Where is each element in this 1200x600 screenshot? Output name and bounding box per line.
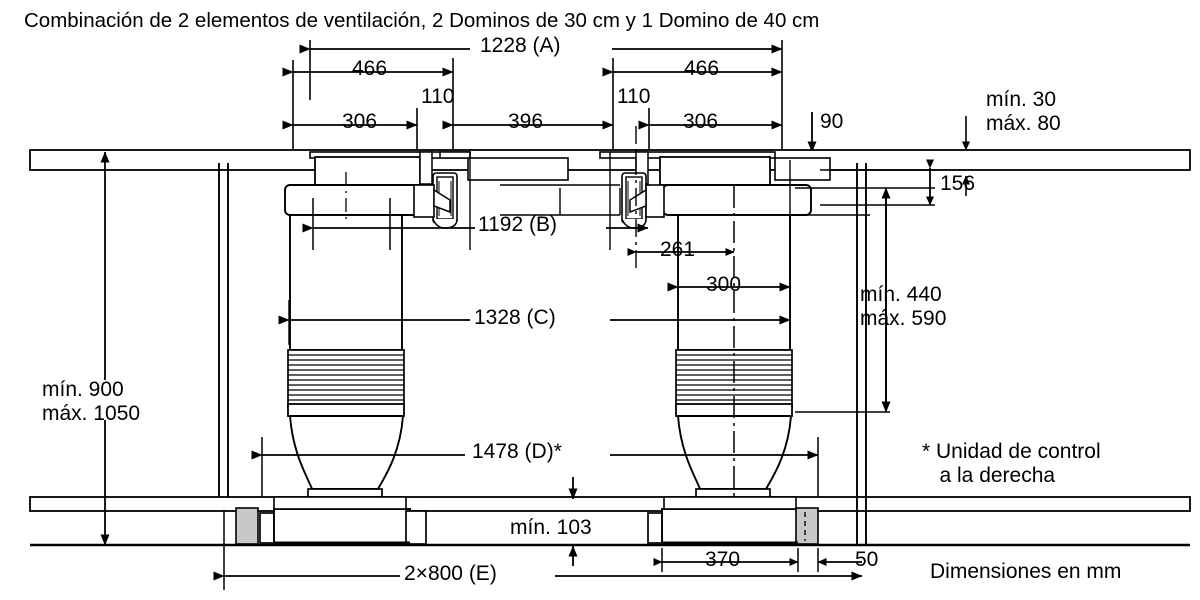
- dim-2x800-e: [213, 510, 863, 590]
- dim-156: [820, 159, 935, 206]
- dim-label-306-left: 306: [342, 110, 378, 133]
- cabinet-shelf: [29, 496, 1191, 547]
- cabinet-side-panel: [218, 163, 867, 545]
- motor-box-right: [647, 496, 819, 545]
- dim-label-466-right: 466: [684, 57, 720, 80]
- dim-1192-b: [302, 198, 649, 250]
- dim-cabinet-depth: [795, 187, 891, 413]
- helper-lines: [288, 152, 935, 345]
- dim-label-1228a: 1228 (A): [480, 34, 561, 57]
- dim-label-396: 396: [508, 110, 544, 133]
- dim-label-370: 370: [705, 548, 741, 571]
- dim-label-1328c: 1328 (C): [474, 306, 556, 329]
- note-floor-height: mín. 900 máx. 1050: [42, 378, 141, 425]
- dim-50: [817, 548, 862, 572]
- hob-left-group: [309, 151, 569, 186]
- dim-label-1192b: 1192 (B): [478, 213, 557, 236]
- dim-label-466-left: 466: [352, 57, 388, 80]
- hood-body-right: [629, 184, 812, 218]
- dim-label-min103: mín. 103: [510, 516, 592, 539]
- dim-label-90: 90: [820, 110, 844, 133]
- page-title: Combinación de 2 elementos de ventilació…: [24, 9, 820, 32]
- dim-label-1478d: 1478 (D)*: [472, 440, 562, 463]
- note-cabinet-depth: mín. 440 máx. 590: [860, 283, 947, 330]
- dim-label-300: 300: [706, 273, 742, 296]
- dim-1478-d: [251, 437, 819, 500]
- motor-box-left: [235, 496, 427, 545]
- hood-body-left: [284, 184, 451, 218]
- dim-label-261: 261: [660, 238, 696, 261]
- dim-label-110-left: 110: [421, 85, 455, 108]
- note-units: Dimensiones en mm: [930, 560, 1122, 583]
- note-footnote: * Unidad de control a la derecha: [922, 440, 1101, 487]
- dim-370: [653, 548, 799, 572]
- dim-label-110-right: 110: [617, 85, 651, 108]
- note-worktop-thickness: mín. 30 máx. 80: [986, 88, 1061, 135]
- duct-left: [287, 214, 405, 502]
- dim-label-50: 50: [855, 548, 879, 571]
- dim-label-156: 156: [940, 172, 976, 195]
- dim-label-2x800e: 2×800 (E): [404, 562, 497, 585]
- dim-label-306-right: 306: [683, 110, 719, 133]
